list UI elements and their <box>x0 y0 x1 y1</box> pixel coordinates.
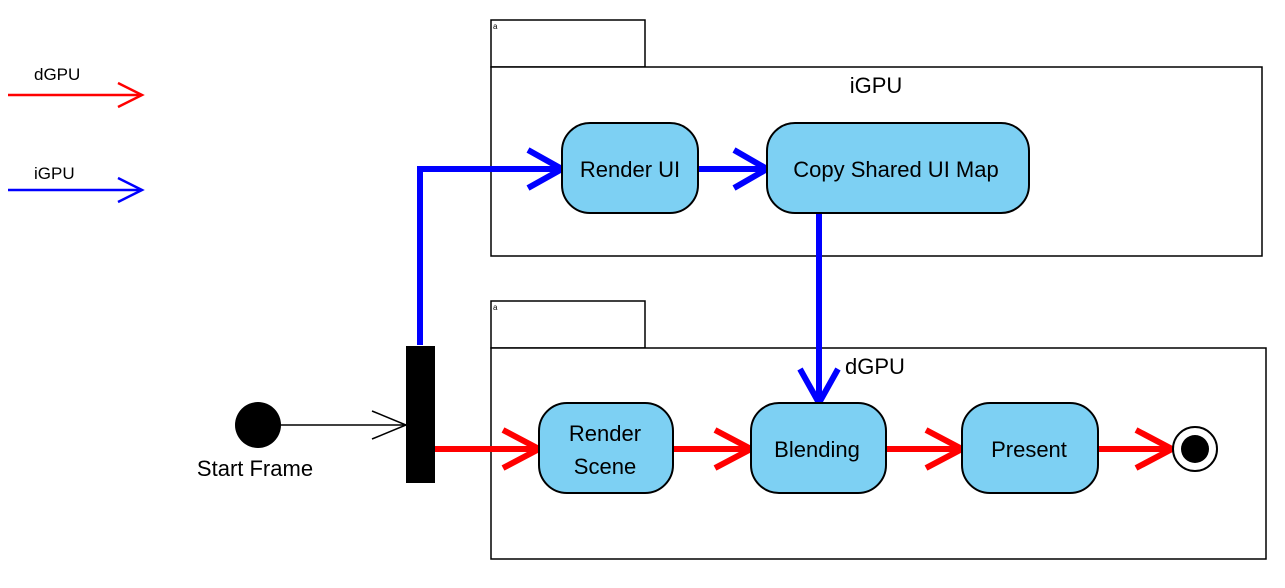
node-blending-label: Blending <box>774 437 860 462</box>
node-copy-shared-ui-map: Copy Shared UI Map <box>766 122 1030 214</box>
igpu-package-tab <box>490 19 646 68</box>
legend-dgpu-label: dGPU <box>34 65 80 84</box>
start-to-fork-flow <box>280 410 408 440</box>
igpu-package-title: iGPU <box>850 73 903 98</box>
legend: dGPU iGPU <box>8 65 145 204</box>
node-render-scene-label-line1: Render <box>569 421 641 446</box>
node-present-label: Present <box>991 437 1067 462</box>
start-node <box>235 402 281 448</box>
node-blending: Blending <box>750 402 887 494</box>
fork-bar <box>406 346 435 483</box>
node-render-ui-label: Render UI <box>580 157 680 182</box>
dgpu-package-tab <box>490 300 646 349</box>
igpu-package-tab-mark: a <box>493 22 498 31</box>
legend-igpu-label: iGPU <box>34 164 75 183</box>
end-node <box>1172 426 1218 472</box>
node-render-scene-label-line2: Scene <box>574 454 636 479</box>
legend-igpu-arrow <box>8 176 145 204</box>
legend-dgpu-arrow <box>8 81 145 109</box>
dgpu-package-title: dGPU <box>845 354 905 379</box>
node-render-ui: Render UI <box>561 122 699 214</box>
dgpu-package-tab-mark: a <box>493 303 498 312</box>
node-render-scene: Render Scene <box>538 402 674 494</box>
node-present: Present <box>961 402 1099 494</box>
start-label: Start Frame <box>197 456 313 481</box>
node-copy-shared-ui-map-label: Copy Shared UI Map <box>793 157 998 182</box>
